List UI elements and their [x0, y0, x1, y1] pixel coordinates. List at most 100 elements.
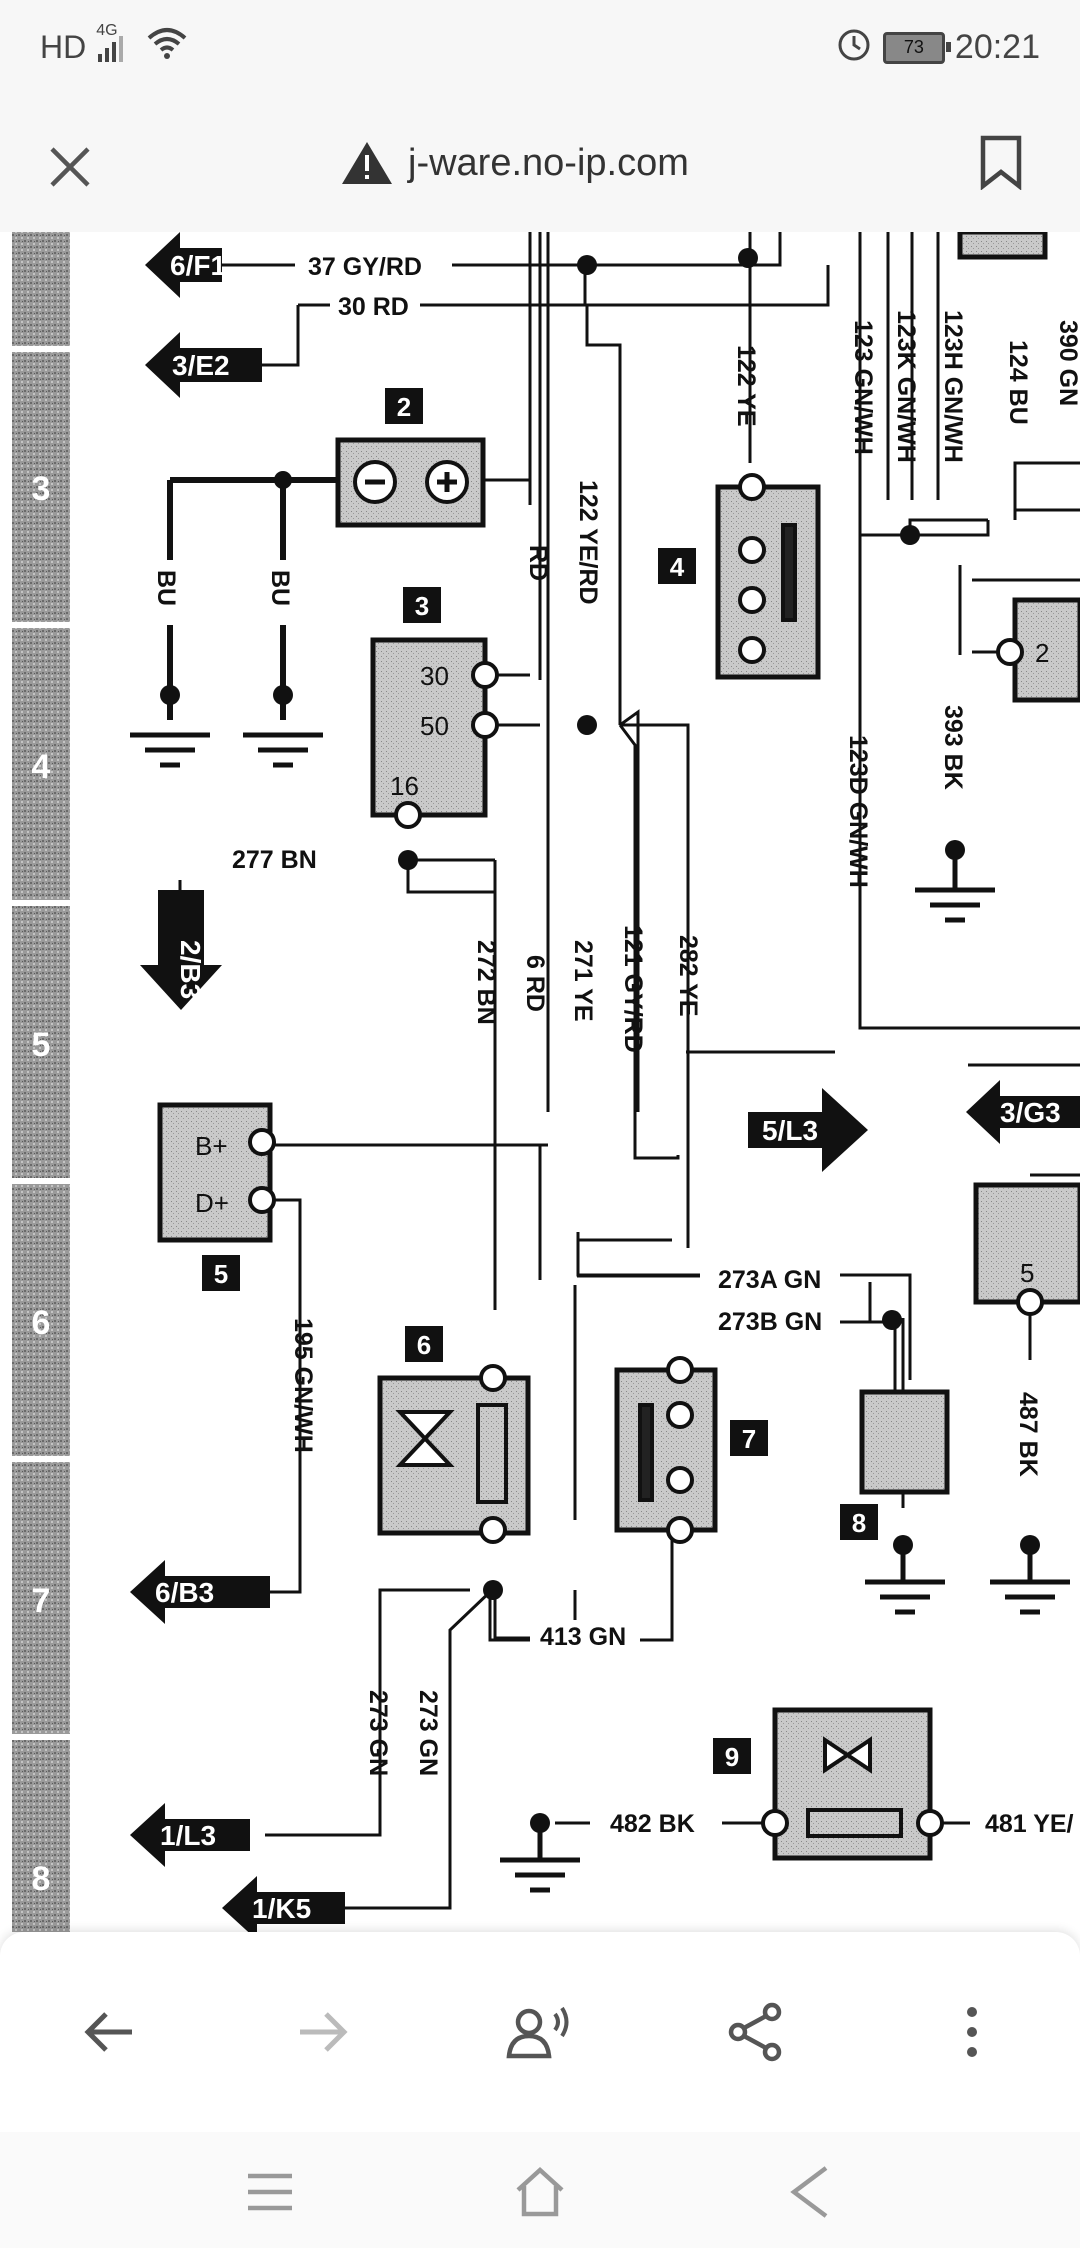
close-icon: [50, 147, 90, 187]
wire-label: 393 BK: [939, 705, 967, 790]
ground-symbols: [130, 732, 1070, 1893]
wire-label: 273 GN: [414, 1690, 442, 1776]
wire-label: 272 BN: [472, 940, 500, 1025]
signal-icon: 4G: [96, 22, 136, 64]
wire-label: 271 YE: [569, 940, 597, 1022]
wire-label: 30 RD: [338, 293, 409, 321]
wire-label: 124 BU: [1004, 340, 1032, 425]
wire-label: 123 GN/WH: [849, 320, 877, 455]
component-number: 5: [214, 1259, 228, 1289]
recent-apps-button[interactable]: [230, 2152, 310, 2232]
component-number: 8: [852, 1508, 866, 1538]
wire-label: 273 GN: [364, 1690, 392, 1776]
bookmark-icon: [980, 135, 1022, 191]
terminal-label: B+: [195, 1131, 228, 1161]
terminal-label: 30: [420, 661, 449, 691]
network-type: HD: [40, 28, 87, 65]
web-content[interactable]: 3 4 5 6 7 8: [0, 232, 1080, 1932]
battery-level: 73: [903, 37, 924, 57]
row-strip: 3 4 5 6 7 8: [12, 232, 70, 1932]
wire-label: 123H GN/WH: [939, 310, 967, 463]
battery-icon: 73: [882, 31, 951, 64]
wire-label: 195 GN/WH: [289, 1318, 317, 1453]
row-number: 5: [32, 1026, 51, 1064]
component-number: 2: [397, 392, 411, 422]
wire-label: RD: [524, 545, 552, 581]
wire-label: 487 BK: [1014, 1392, 1042, 1477]
arrow-label: 1/K5: [252, 1893, 311, 1924]
terminal-label: 16: [390, 771, 419, 801]
clock: 20:21: [954, 28, 1040, 66]
component-number: 3: [415, 591, 429, 621]
status-left: HD 4G: [40, 22, 188, 68]
component-numbers: 2 3 4 5 6 7 8 9: [202, 388, 878, 1774]
arrow-labels: 6/F1 3/E2 2/B3 5/L3 3/G3 6/B3 1/L3 1/K5: [155, 250, 1061, 1924]
browser-toolbar: [0, 1932, 1080, 2132]
back-button[interactable]: [68, 1992, 148, 2072]
more-options-button[interactable]: [932, 1992, 1012, 2072]
row-number: 6: [32, 1304, 51, 1342]
signal-label: 4G: [96, 22, 118, 39]
arrow-left-icon: [84, 2012, 132, 2052]
wire-label: 122 YE/RD: [574, 480, 602, 605]
warning-icon: [342, 142, 392, 184]
component-number: 4: [670, 552, 685, 582]
arrow-label: 6/B3: [155, 1577, 214, 1608]
arrow-label: 3/E2: [172, 350, 230, 381]
wire-label: 413 GN: [540, 1623, 626, 1651]
wire-label: BU: [266, 570, 294, 606]
alarm-icon: [835, 24, 873, 71]
terminal-labels: 30 50 16 B+ D+ 2 5: [195, 638, 1049, 1288]
arrow-label: 5/L3: [762, 1115, 818, 1146]
wire-label: 273B GN: [718, 1308, 822, 1336]
wire-label: 390 GN: [1054, 320, 1080, 406]
arrow-label: 2/B3: [175, 940, 206, 999]
wire-label: 482 BK: [610, 1810, 695, 1838]
arrow-label: 6/F1: [170, 250, 226, 281]
row-number: 4: [32, 748, 51, 786]
wire-label: 282 YE: [674, 935, 702, 1017]
component-number: 6: [417, 1330, 431, 1360]
url-display[interactable]: j-ware.no-ip.com: [340, 140, 689, 186]
home-button[interactable]: [500, 2152, 580, 2232]
wire-label: 121 GY/RD: [619, 925, 647, 1053]
terminal-label: D+: [195, 1188, 229, 1218]
wire-label: 123K GN/WH: [892, 310, 920, 463]
system-back-button[interactable]: [770, 2152, 850, 2232]
status-right: 73 20:21: [835, 24, 1040, 71]
row-number: 3: [32, 470, 51, 508]
component-number: 9: [725, 1742, 739, 1772]
menu-lines-icon: [248, 2173, 292, 2211]
wires: [167, 232, 1080, 1910]
url-text: j-ware.no-ip.com: [408, 141, 689, 184]
wire-label: BU: [152, 570, 180, 606]
more-vertical-icon: [967, 2007, 977, 2057]
address-bar: j-ware.no-ip.com: [0, 92, 1080, 233]
wire-label: 273A GN: [718, 1266, 821, 1294]
home-icon: [516, 2166, 564, 2217]
share-button[interactable]: [716, 1992, 796, 2072]
arrow-right-icon: [300, 2012, 348, 2052]
status-bar: HD 4G 73 20:21: [0, 0, 1080, 92]
component-details: [248, 460, 1044, 1838]
wire-labels: 37 GY/RD 30 RD 277 BN 273A GN 273B GN 41…: [152, 250, 1080, 1838]
arrow-label: 1/L3: [160, 1820, 216, 1851]
bookmark-button[interactable]: [978, 134, 1038, 200]
back-triangle-icon: [790, 2166, 828, 2218]
terminal-label: 5: [1020, 1258, 1034, 1288]
close-tab-button[interactable]: [40, 137, 100, 197]
wiring-diagram: 3 4 5 6 7 8: [12, 232, 1080, 1932]
system-nav-bar: [0, 2132, 1080, 2248]
wire-label: 6 RD: [521, 955, 549, 1012]
row-number: 8: [32, 1860, 51, 1898]
wire-label: 277 BN: [232, 846, 317, 874]
arrow-label: 3/G3: [1000, 1097, 1061, 1128]
share-icon: [728, 2002, 782, 2062]
voice-icon: [506, 2006, 569, 2059]
terminal-label: 50: [420, 711, 449, 741]
component-number: 7: [742, 1424, 756, 1454]
wire-label: 122 YE: [732, 345, 760, 427]
read-aloud-button[interactable]: [500, 1992, 580, 2072]
wire-label: 481 YE/: [985, 1810, 1074, 1838]
forward-button[interactable]: [284, 1992, 364, 2072]
